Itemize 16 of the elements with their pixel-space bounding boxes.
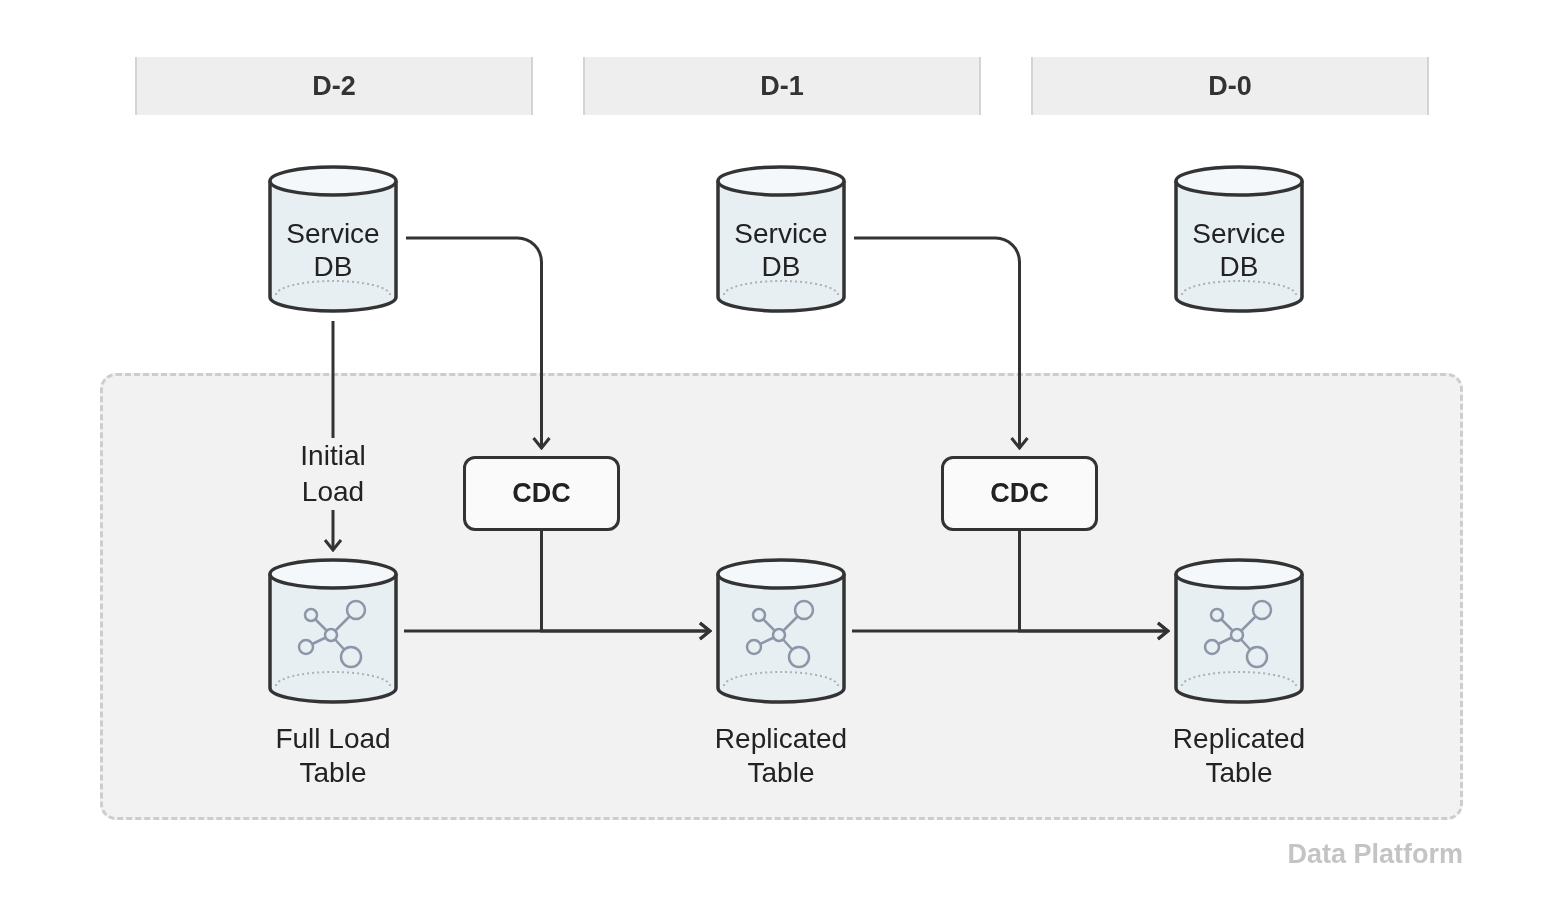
column-header: D-2 (135, 57, 533, 115)
arrow (406, 236, 551, 450)
database-label: Service DB (733, 217, 829, 283)
arrow (1018, 531, 1170, 641)
arrow (540, 531, 712, 641)
table-caption: Replicated Table (713, 722, 849, 790)
table-caption: Replicated Table (1171, 722, 1307, 790)
arrow (854, 236, 1029, 450)
table-caption: Full Load Table (274, 722, 392, 790)
database-label: Service DB (1191, 217, 1287, 283)
column-header: D-0 (1031, 57, 1429, 115)
region-label: Data Platform (1287, 839, 1463, 870)
column-header: D-1 (583, 57, 981, 115)
database-label: Service DB (285, 217, 381, 283)
process-box: CDC (941, 456, 1098, 531)
process-box: CDC (463, 456, 620, 531)
